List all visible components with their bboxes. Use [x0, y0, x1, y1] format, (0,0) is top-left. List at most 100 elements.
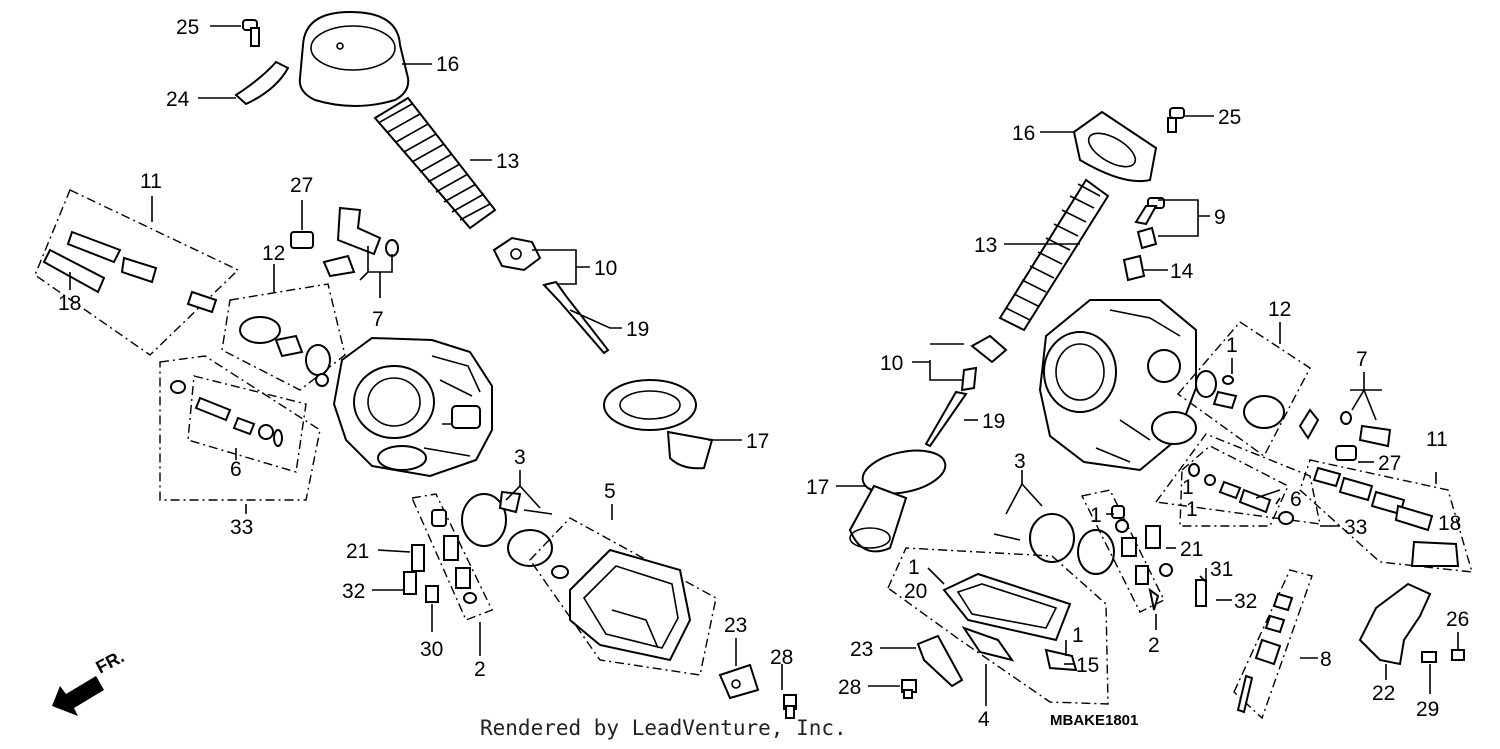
callout-6: 6 [1290, 488, 1302, 511]
callouts-right: 16 25 9 13 14 12 10 1 7 19 11 27 3 17 1 … [806, 106, 1469, 731]
front-direction-arrow: FR. [52, 646, 127, 716]
callout-29: 29 [1416, 698, 1439, 721]
float-3-right [993, 513, 1115, 575]
callout-10: 10 [880, 352, 903, 375]
assembly-box-6-left [187, 375, 307, 473]
callout-28: 28 [770, 646, 793, 669]
callout-19: 19 [626, 318, 649, 341]
float-chamber-5-left [551, 548, 692, 662]
float-3-left [461, 490, 553, 567]
linkage-screw-set-8 [1236, 592, 1294, 714]
callout-27: 27 [290, 174, 313, 197]
callout-27: 27 [1378, 452, 1401, 475]
callout-24: 24 [166, 88, 190, 111]
callout-31: 31 [1210, 558, 1233, 581]
callout-1: 1 [1226, 334, 1238, 357]
assembly-box-33-left [159, 355, 321, 501]
callouts-left: 25 16 24 13 11 27 12 18 10 7 19 6 33 17 … [58, 16, 793, 681]
clip-23-left [718, 663, 760, 700]
screw-25-right [1167, 107, 1185, 133]
callout-21: 21 [1180, 538, 1203, 561]
callout-14: 14 [1170, 260, 1194, 283]
callout-33: 33 [1344, 516, 1367, 539]
assembly-box-8 [1233, 569, 1313, 720]
callout-8: 8 [1320, 648, 1332, 671]
drawing-code: MBAKE1801 [1050, 712, 1139, 729]
render-credit: Rendered by LeadVenture, Inc. [480, 716, 847, 740]
callout-25: 25 [176, 16, 199, 39]
callout-7: 7 [1356, 348, 1368, 371]
jet-set-2-left [431, 509, 477, 604]
fitting-27-7-left [290, 206, 399, 278]
callout-23: 23 [724, 614, 747, 637]
callout-16: 16 [1012, 122, 1035, 145]
jet-set-2-right [1111, 505, 1160, 611]
carburetor-body-left [332, 336, 493, 478]
assembly-box-2-left [410, 493, 493, 621]
callout-10: 10 [594, 257, 617, 280]
assembly-box-11-left [34, 189, 240, 356]
top-cover-right [1072, 110, 1158, 183]
callout-23: 23 [850, 638, 873, 661]
callout-11: 11 [1426, 428, 1448, 451]
screw-25-left [242, 19, 260, 47]
callout-1: 1 [1182, 476, 1194, 499]
pilot-screw-set-6-left [170, 380, 283, 447]
callout-21: 21 [346, 540, 369, 563]
callout-7: 7 [372, 308, 384, 331]
callout-17: 17 [806, 476, 829, 499]
assembly-box-12-left [221, 283, 346, 391]
screw-28-right [901, 679, 917, 699]
funnel-17-left [603, 379, 714, 470]
screw-28-left [783, 694, 797, 719]
callout-1: 1 [1090, 504, 1102, 527]
callout-5: 5 [604, 480, 616, 503]
diaphragm-set-12-left [239, 316, 331, 387]
callout-18: 18 [1438, 512, 1461, 535]
clip-23-right [916, 634, 964, 688]
needle-holder-10-right [960, 334, 1008, 392]
callout-9: 9 [1214, 206, 1226, 229]
callout-1: 1 [1186, 498, 1198, 521]
screw-spring-9 [1122, 197, 1165, 282]
callout-18: 18 [58, 292, 81, 315]
callout-6: 6 [230, 458, 242, 481]
direction-label: FR. [92, 646, 127, 677]
spring-13-right [998, 178, 1110, 332]
callout-3: 3 [514, 446, 526, 469]
jet-needle-19-right [924, 390, 968, 448]
leader-lines-right [836, 115, 1459, 706]
jet-21-32-30-left [403, 544, 439, 603]
callout-1: 1 [1072, 624, 1084, 647]
float-chamber-4-right [942, 572, 1078, 672]
air-screw-set-18-right [1312, 466, 1460, 567]
assembly-box-5-left [529, 517, 717, 676]
needle-holder-10-left [492, 236, 542, 272]
diaphragm-set-12-right [1195, 370, 1285, 429]
bracket-24 [234, 60, 290, 106]
callout-19: 19 [982, 410, 1005, 433]
fitting-7-27-right [1298, 408, 1392, 461]
callout-2: 2 [1148, 634, 1160, 657]
callout-11: 11 [140, 170, 162, 193]
callout-17: 17 [746, 430, 769, 453]
callout-30: 30 [420, 638, 443, 661]
screw-26-29 [1421, 649, 1465, 663]
funnel-17-right [848, 449, 947, 553]
bracket-22 [1358, 582, 1432, 666]
spring-13-left [373, 96, 497, 230]
assembly-box-2-right [1080, 489, 1165, 613]
callout-12: 12 [1268, 298, 1291, 321]
callout-1: 1 [908, 556, 920, 579]
callout-26: 26 [1446, 608, 1469, 631]
callout-2: 2 [474, 658, 486, 681]
callout-25: 25 [1218, 106, 1241, 129]
callout-4: 4 [978, 708, 990, 731]
assembly-box-6-right [1179, 445, 1289, 527]
callout-3: 3 [1014, 450, 1026, 473]
assembly-box-33-right [1154, 433, 1321, 525]
assembly-box-12-right [1176, 321, 1311, 458]
callout-32: 32 [342, 580, 365, 603]
